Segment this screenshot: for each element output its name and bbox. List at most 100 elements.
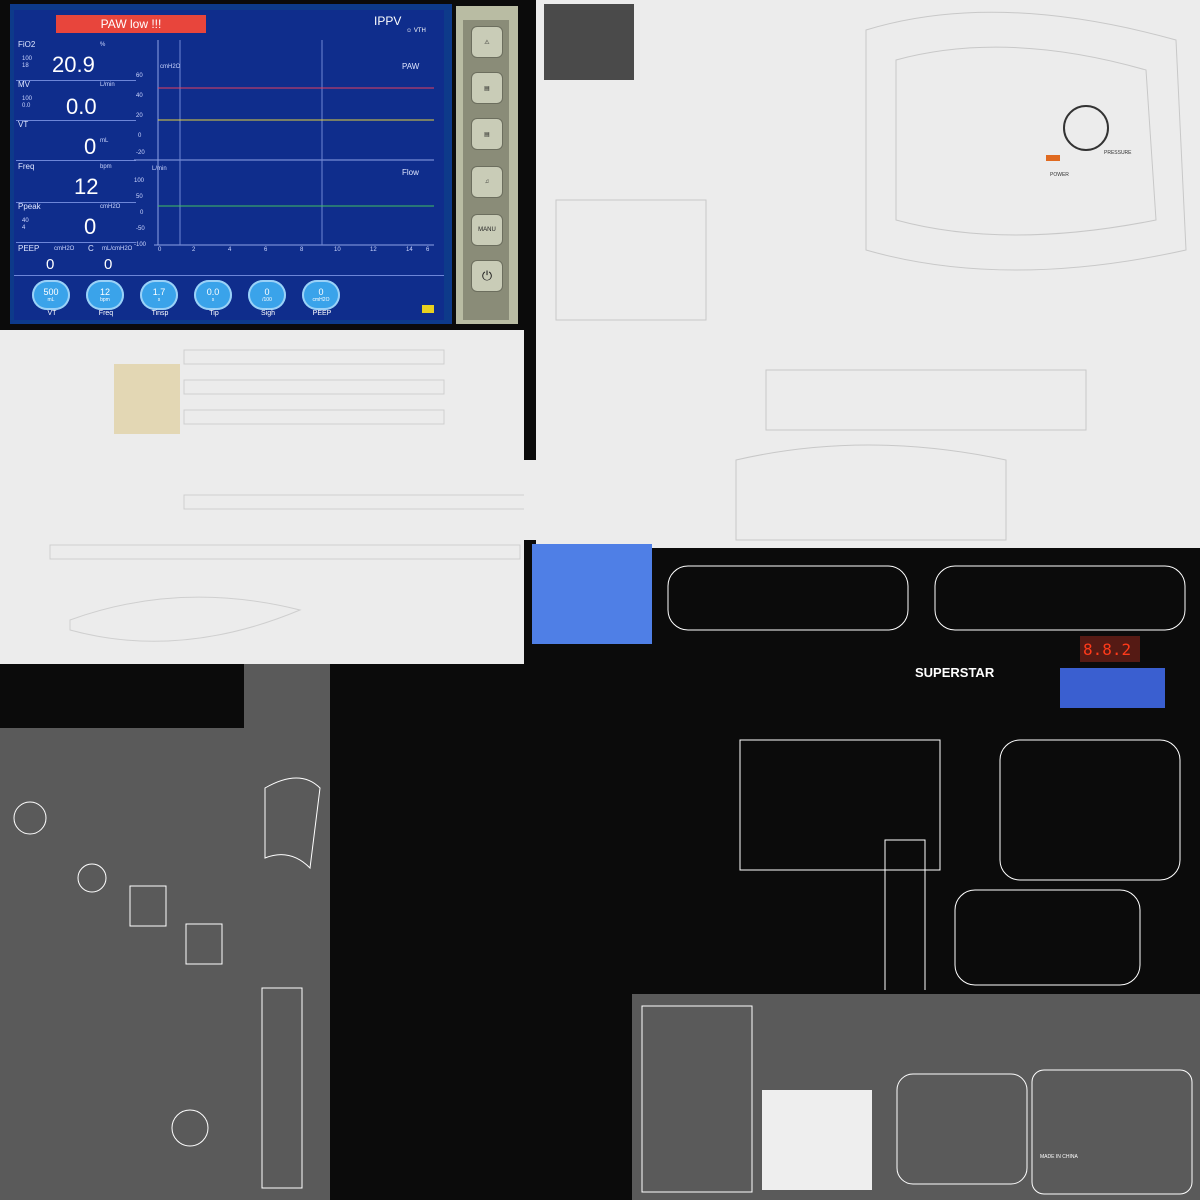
key-panel-inner: ⚠ ▤ ▤ ♫ MANU ⏻: [463, 20, 509, 320]
compliance-unit: mL/cmH2O: [102, 246, 133, 252]
param-value: 0.0: [66, 94, 97, 119]
param-label: VT: [18, 120, 29, 129]
setting-unit: bpm: [100, 296, 110, 303]
flow-title: Flow: [402, 168, 419, 177]
wireframe-parts: [13, 777, 321, 1189]
brand-label: SUPERSTAR: [915, 665, 995, 680]
param-unit: %: [100, 42, 106, 48]
texture-region-mid-left: [0, 330, 524, 664]
ventilation-mode: IPPV: [374, 14, 402, 28]
time-tick: 4: [228, 247, 232, 253]
param-value: 0: [84, 214, 97, 239]
digit-display: 8.8.2: [1083, 640, 1132, 659]
param-unit: mL: [100, 138, 109, 144]
flow-tick: 100: [134, 178, 145, 184]
param-unit: cmH2O: [100, 204, 121, 210]
time-tick: 6: [264, 247, 268, 253]
battery-icon: [422, 305, 434, 313]
wireframe-bottom-right: [641, 1005, 1193, 1195]
time-tick: 6: [426, 247, 430, 253]
bell-icon[interactable]: ♫: [471, 166, 503, 198]
paw-tick: 60: [136, 73, 143, 79]
param-limit-high: 100: [22, 96, 33, 102]
param-value: 20.9: [52, 52, 95, 77]
setting-value: 12: [99, 286, 110, 297]
power-icon[interactable]: ⏻: [471, 260, 503, 292]
screen-icon[interactable]: ▤: [471, 72, 503, 104]
time-tick: 0: [158, 247, 162, 253]
paw-unit: cmH2O: [160, 64, 181, 70]
flow-tick: 0: [140, 210, 144, 216]
setting-name: VT: [47, 310, 57, 317]
menu-key[interactable]: MANU: [471, 214, 503, 246]
mode-sub-text: VTH: [413, 28, 426, 34]
paw-tick: 40: [136, 93, 143, 99]
time-tick: 12: [370, 247, 377, 253]
setting-name: Tip: [209, 310, 219, 317]
time-tick: 10: [334, 247, 341, 253]
power-label: POWER: [1050, 172, 1069, 178]
waveform-svg: [134, 40, 434, 246]
param-limit-low: 18: [22, 63, 29, 69]
flow-tick: 50: [136, 194, 143, 200]
setting-name: Sigh: [260, 310, 275, 317]
setting-unit: cmH2O: [312, 296, 330, 303]
param-limit-high: 40: [22, 218, 29, 224]
flow-tick: -100: [134, 242, 147, 248]
setting-value: 500: [43, 286, 59, 297]
peep-label: PEEP: [18, 244, 40, 253]
waveform-area: PAW cmH2O 60 40 20 0 -20 Flow L/min 100 …: [134, 40, 434, 253]
setting-unit: mL: [47, 296, 55, 303]
texture-blue-patch: [532, 544, 652, 644]
alarm-mute-icon[interactable]: ⚠: [471, 26, 503, 58]
paw-tick: 20: [136, 113, 143, 119]
peep-value: 0: [46, 256, 55, 273]
setting-value: 0: [264, 286, 270, 297]
param-unit: bpm: [100, 164, 112, 170]
setting-value: 1.7: [152, 286, 166, 297]
param-label: Ppeak: [18, 202, 41, 211]
param-label: MV: [18, 80, 30, 89]
ventilator-screen: PAW low !!! IPPV ☺ VTH FiO2 % 100 18 20.…: [14, 10, 444, 320]
document-icon[interactable]: ▤: [471, 118, 503, 150]
texture-region-dark-right: SUPERSTAR 8.8.2: [660, 560, 1200, 990]
paw-tick: 0: [138, 133, 142, 139]
param-value: 12: [74, 174, 99, 199]
param-value: 0: [84, 134, 97, 159]
param-limit-low: 4: [22, 225, 26, 231]
setting-value: 0.0: [206, 286, 220, 297]
compliance-label: C: [88, 244, 94, 253]
person-icon: ☺: [406, 28, 413, 34]
mode-sub-label: ☺ VTH: [406, 28, 426, 34]
setting-unit: /100: [262, 296, 272, 303]
param-vt: VT mL 0: [16, 120, 136, 161]
paw-tick: -20: [136, 150, 145, 156]
time-tick: 14: [406, 247, 413, 253]
compliance-value: 0: [104, 256, 113, 273]
flow-unit: L/min: [152, 166, 167, 172]
setting-name: Freq: [98, 310, 114, 317]
param-unit: L/min: [100, 82, 115, 88]
texture-region-top-right: POWER PRESSURE: [536, 0, 1200, 548]
setting-sigh[interactable]: 0/100 Sigh: [248, 280, 288, 317]
param-mv: MV L/min 100 0.0 0.0: [16, 80, 136, 121]
param-freq: Freq bpm 12: [16, 162, 136, 203]
texture-region-bottom-right: MADE IN CHINA: [632, 994, 1200, 1200]
setting-name: PEEP: [312, 310, 332, 317]
param-fio2: FiO2 % 100 18 20.9: [16, 40, 136, 81]
param-ppeak: Ppeak cmH2O 40 4 0: [16, 202, 136, 243]
setting-value: 0: [318, 286, 324, 297]
param-label: Freq: [18, 162, 35, 171]
peep-unit: cmH2O: [54, 246, 75, 252]
time-tick: 2: [192, 247, 196, 253]
setting-unit: s: [211, 296, 215, 303]
flow-tick: -50: [136, 226, 145, 232]
param-peep-c: PEEP cmH2O 0 C mL/cmH2O 0: [16, 244, 136, 276]
paw-title: PAW: [402, 62, 420, 71]
